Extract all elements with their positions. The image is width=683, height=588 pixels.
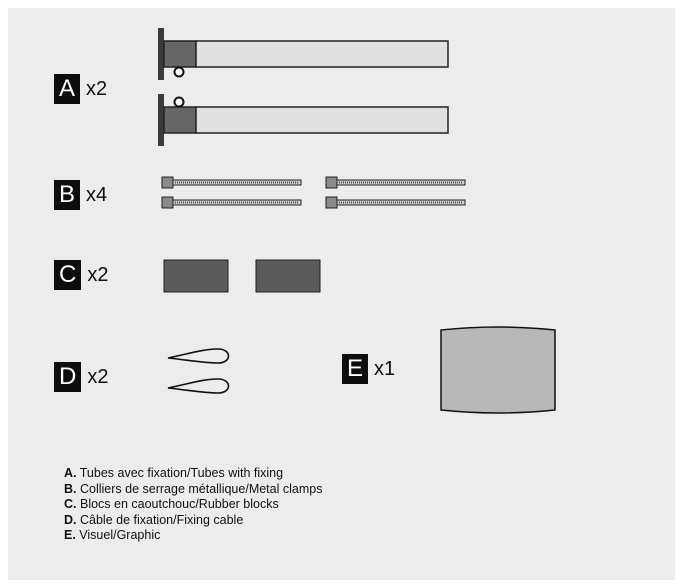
graphic-panel <box>440 326 556 414</box>
legend-item-a: A. Tubes avec fixation/Tubes with fixing <box>64 466 284 480</box>
fixing-cable-2 <box>167 378 230 394</box>
part-a-letter: A <box>54 74 81 104</box>
part-a-label: A x2 <box>54 74 107 104</box>
part-c-label: C x2 <box>54 260 108 290</box>
metal-clamp-3 <box>325 176 466 189</box>
legend: A. Tubes avec fixation/Tubes with fixing… <box>64 466 322 544</box>
part-e-quantity: x1 <box>374 357 396 380</box>
part-a-quantity: x2 <box>86 77 108 100</box>
legend-item-b: B. Colliers de serrage métallique/Metal … <box>64 481 323 496</box>
part-d-letter: D <box>54 362 82 392</box>
part-c-letter: C <box>54 260 82 290</box>
tube-with-fixing-1 <box>158 28 449 80</box>
rubber-block-1 <box>163 259 229 293</box>
legend-item-d: D. Câble de fixation/Fixing cable <box>64 512 244 527</box>
diagram-panel: A x2 B x4 C x2 D x2 E x1 <box>8 8 675 580</box>
part-e-letter: E <box>342 354 369 384</box>
fixing-cable-1 <box>167 348 230 364</box>
part-b-quantity: x4 <box>86 183 108 206</box>
metal-clamp-2 <box>161 196 302 209</box>
legend-item-c: C. Blocs en caoutchouc/Rubber blocks <box>64 497 279 511</box>
legend-item-e: E. Visuel/Graphic <box>64 528 161 542</box>
part-d-label: D x2 <box>54 362 108 392</box>
part-c-quantity: x2 <box>87 263 109 286</box>
part-b-letter: B <box>54 180 81 210</box>
parts-illustration <box>158 28 556 414</box>
part-b-label: B x4 <box>54 180 107 210</box>
part-e-label: E x1 <box>342 354 395 384</box>
rubber-block-2 <box>255 259 321 293</box>
tube-with-fixing-2 <box>158 94 449 146</box>
part-d-quantity: x2 <box>87 365 109 388</box>
metal-clamp-4 <box>325 196 466 209</box>
metal-clamp-1 <box>161 176 302 189</box>
